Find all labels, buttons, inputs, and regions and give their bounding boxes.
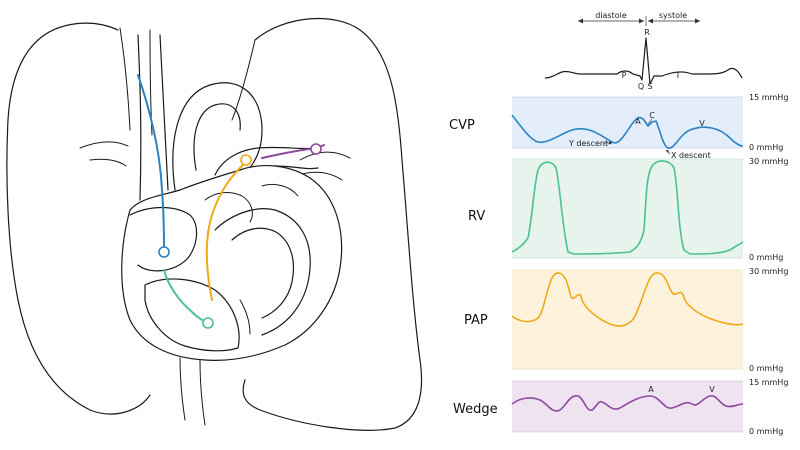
right-lung-outline [6,22,151,415]
pap-catheter [205,161,247,301]
superior-vena-cava [137,34,142,201]
rv-catheter [163,269,207,323]
left-lung-outline [242,17,423,431]
cvp-label: CVP [449,118,475,133]
pap-top-value: 30 mmHg [749,267,788,276]
wedge-annotation-v: V [709,385,715,394]
cvp-annotation-a: A [635,117,641,126]
rv-top-value: 30 mmHg [749,157,788,166]
ecg-wave-t: T [675,71,681,80]
pap-catheter-tip [240,154,252,166]
rv-label: RV [468,209,485,224]
ecg-strip: diastole systole R P Q S T [544,11,743,91]
ecg-wave-q: Q [638,82,644,91]
cvp-panel-background [512,97,743,148]
aortic-arch [172,82,263,191]
cvp-panel: CVP 15 mmHg 0 mmHg A C V Y descent X des… [449,93,788,160]
ecg-trace [544,37,743,85]
rv-catheter-tip [202,317,214,329]
pap-label: PAP [464,313,488,328]
cvp-annotation-v: V [699,119,705,128]
ecg-diastole-label: diastole [595,11,627,20]
ecg-wave-r: R [644,28,650,37]
ecg-systole-label: systole [659,11,687,20]
rv-bottom-value: 0 mmHg [749,253,783,262]
wedge-panel: Wedge 15 mmHg 0 mmHg A V [453,378,788,436]
cvp-annotation-c: C [649,111,655,120]
cvp-catheter-tip [158,246,170,258]
wedge-annotation-a: A [648,385,654,394]
cvp-bottom-value: 0 mmHg [749,143,783,152]
cvp-annotation-x-descent: X descent [671,151,711,160]
wedge-waveform [511,394,744,412]
cvp-waveform [511,114,744,149]
wedge-catheter-tip [310,143,322,155]
pap-bottom-value: 0 mmHg [749,364,783,373]
cvp-top-value: 15 mmHg [749,93,788,102]
pap-panel-background [512,270,743,369]
wedge-bottom-value: 0 mmHg [749,427,783,436]
heart-outline [121,165,343,361]
ecg-wave-s: S [647,82,652,91]
right-ventricle [144,278,240,352]
wedge-label: Wedge [453,402,498,417]
rv-waveform [511,160,744,255]
pap-waveform [511,272,744,327]
rv-panel: RV 30 mmHg 0 mmHg [468,157,788,262]
wedge-top-value: 15 mmHg [749,378,788,387]
wedge-panel-background [512,381,743,432]
ecg-wave-p: P [622,71,627,80]
heart-illustration [6,17,423,431]
pap-panel: PAP 30 mmHg 0 mmHg [464,267,788,373]
catheter-lines [137,74,325,329]
cvp-catheter [137,74,165,251]
rv-panel-background [512,159,743,258]
cvp-annotation-y-descent: Y descent [568,139,608,148]
